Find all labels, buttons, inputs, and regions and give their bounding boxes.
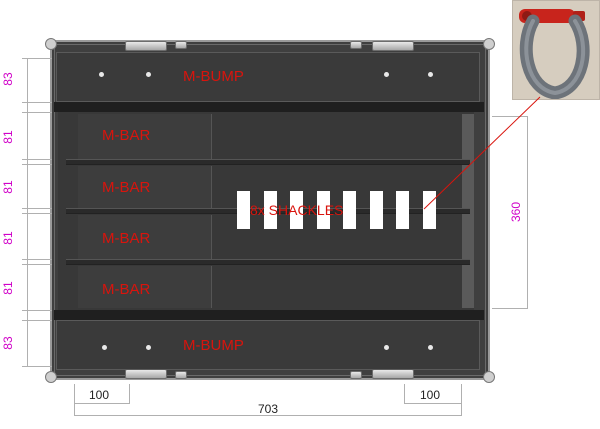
dim-tick bbox=[22, 164, 52, 165]
shackle-slot bbox=[263, 191, 277, 229]
label-shackles: 8x SHACKLES bbox=[250, 202, 344, 218]
dim-bar-2: 81 bbox=[1, 180, 15, 194]
dim-axis-left bbox=[27, 58, 28, 366]
shackle-slot bbox=[396, 191, 409, 229]
shackle-slot bbox=[316, 191, 330, 229]
label-bar-1: M-BAR bbox=[102, 127, 151, 144]
latch-top-left-small bbox=[175, 41, 187, 49]
label-bump-bottom: M-BUMP bbox=[183, 337, 244, 354]
dim-tick bbox=[404, 384, 405, 404]
dim-tick bbox=[22, 366, 52, 367]
bar-panel-4 bbox=[78, 266, 212, 308]
case-rim bbox=[54, 44, 486, 376]
bump-top-panel bbox=[56, 52, 480, 102]
corner-top-right bbox=[483, 38, 495, 50]
dim-width-total: 703 bbox=[258, 402, 279, 416]
dim-axis-total-width bbox=[74, 415, 462, 416]
latch-bottom-right bbox=[372, 369, 414, 379]
bolt-hole bbox=[146, 72, 151, 77]
latch-top-right-small bbox=[350, 41, 362, 49]
dim-tick bbox=[492, 308, 528, 309]
bolt-hole bbox=[428, 72, 433, 77]
dim-tick bbox=[22, 102, 52, 103]
dim-tick bbox=[461, 384, 462, 416]
latch-bottom-left-small bbox=[175, 371, 187, 379]
bolt-hole bbox=[102, 345, 107, 350]
divider-1 bbox=[66, 159, 470, 165]
latch-bottom-right-small bbox=[350, 371, 362, 379]
label-bump-top: M-BUMP bbox=[183, 68, 244, 85]
dim-tick bbox=[22, 213, 52, 214]
dim-axis-right-width bbox=[404, 403, 462, 404]
shackle-slot bbox=[237, 191, 250, 229]
latch-top-left bbox=[125, 41, 167, 51]
corner-bottom-right bbox=[483, 371, 495, 383]
bar-panel-2 bbox=[78, 166, 212, 208]
label-bar-4: M-BAR bbox=[102, 281, 151, 298]
dim-tick bbox=[22, 264, 52, 265]
dim-tick bbox=[22, 112, 52, 113]
dim-bump-top: 83 bbox=[1, 72, 15, 86]
dim-tick bbox=[22, 159, 52, 160]
bolt-hole bbox=[384, 72, 389, 77]
shackle-photo bbox=[512, 0, 600, 100]
dim-width-left: 100 bbox=[89, 388, 110, 402]
shackle-slot bbox=[290, 191, 303, 229]
dim-tick bbox=[74, 384, 75, 416]
dim-bar-4: 81 bbox=[1, 281, 15, 295]
dim-tick bbox=[22, 58, 52, 59]
latch-bottom-left bbox=[125, 369, 167, 379]
dim-tick bbox=[22, 320, 52, 321]
dim-axis-right bbox=[527, 116, 528, 308]
shackle-slot bbox=[343, 191, 356, 229]
corner-top-left bbox=[45, 38, 57, 50]
dim-width-right: 100 bbox=[420, 388, 441, 402]
bar-panel-3 bbox=[78, 215, 212, 259]
corner-bottom-left bbox=[45, 371, 57, 383]
dim-tick bbox=[22, 259, 52, 260]
dim-tick bbox=[129, 384, 130, 404]
dim-tick bbox=[22, 208, 52, 209]
latch-top-right bbox=[372, 41, 414, 51]
label-bar-3: M-BAR bbox=[102, 230, 151, 247]
dim-tick bbox=[22, 310, 52, 311]
bolt-hole bbox=[99, 72, 104, 77]
bolt-hole bbox=[384, 345, 389, 350]
shackle-slot bbox=[369, 191, 383, 229]
bolt-hole bbox=[146, 345, 151, 350]
dim-bar-1: 81 bbox=[1, 130, 15, 144]
dim-bar-3: 81 bbox=[1, 231, 15, 245]
rail-bottom bbox=[54, 310, 484, 320]
divider-3 bbox=[66, 259, 470, 265]
dim-tick bbox=[492, 116, 528, 117]
label-bar-2: M-BAR bbox=[102, 179, 151, 196]
dim-axis-left-width bbox=[74, 403, 130, 404]
rail-top bbox=[54, 102, 484, 112]
dim-bump-bottom: 83 bbox=[1, 336, 15, 350]
bolt-hole bbox=[428, 345, 433, 350]
bump-bottom-panel bbox=[56, 320, 480, 370]
pointer-line bbox=[423, 96, 541, 210]
bar-panel-1 bbox=[78, 114, 212, 160]
shackle-photo-icon bbox=[513, 1, 599, 99]
